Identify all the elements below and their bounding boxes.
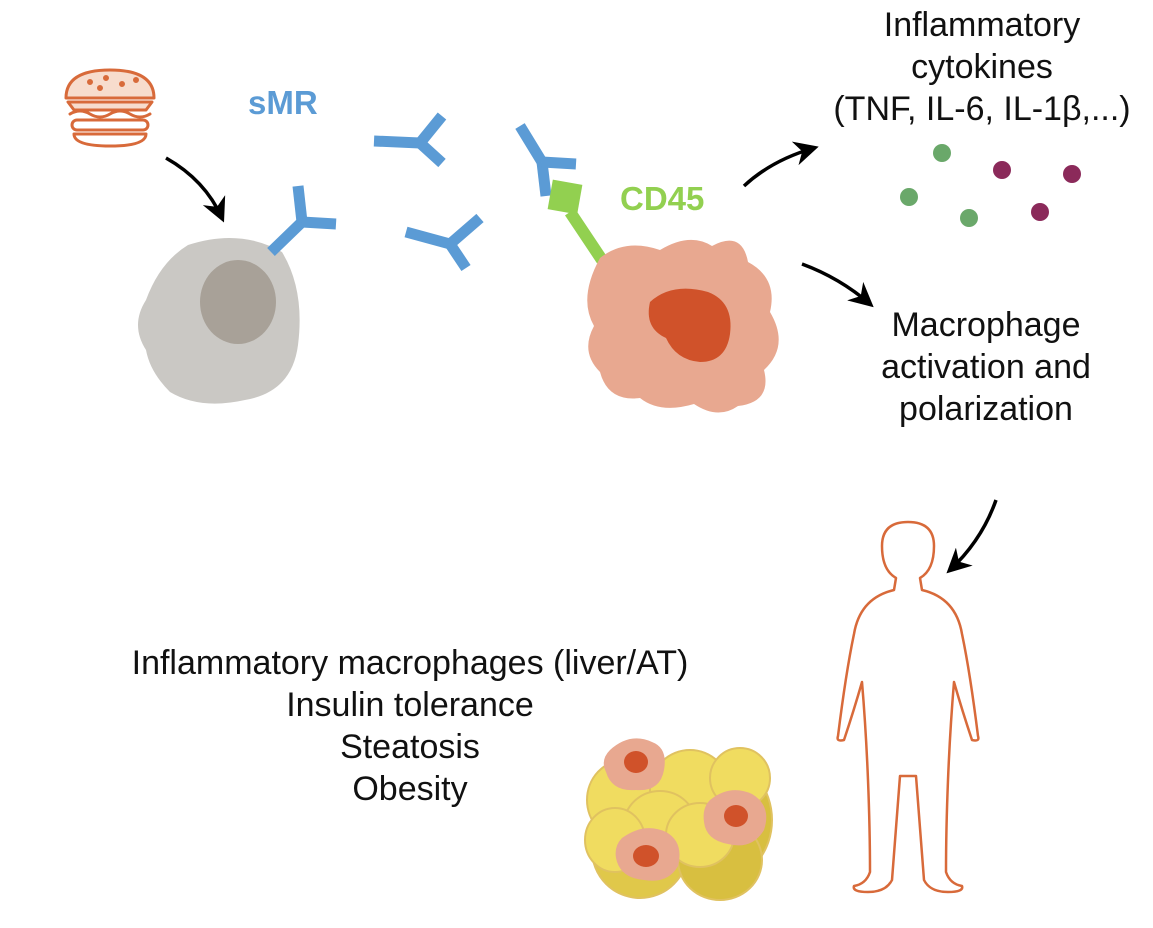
cytokine-dot bbox=[960, 209, 978, 227]
secreting-cell bbox=[138, 237, 300, 404]
smr-receptors bbox=[267, 112, 577, 272]
cytokines-label: Inflammatory cytokines (TNF, IL-6, IL-1β… bbox=[822, 4, 1142, 130]
arrow-to-activation bbox=[801, 262, 874, 308]
person-silhouette-icon bbox=[836, 520, 980, 894]
smr-receptor-3 bbox=[515, 123, 577, 197]
cytokine-dot bbox=[1031, 203, 1049, 221]
adipose-tissue-icon bbox=[584, 738, 773, 901]
activation-line-1: Macrophage bbox=[891, 306, 1081, 344]
smr-receptor-1 bbox=[373, 112, 447, 168]
outcome-2: Insulin tolerance bbox=[286, 686, 534, 724]
burger-icon bbox=[64, 68, 156, 148]
arrow-to-person bbox=[946, 499, 998, 574]
activation-line-2: activation and bbox=[881, 348, 1091, 386]
cd45-label: CD45 bbox=[620, 180, 705, 217]
activation-line-3: polarization bbox=[899, 390, 1073, 428]
macrophage bbox=[587, 239, 779, 413]
smr-receptor-membrane bbox=[267, 185, 337, 256]
cd45-receptor bbox=[547, 179, 607, 264]
cytokine-dot bbox=[993, 161, 1011, 179]
outcome-3: Steatosis bbox=[340, 728, 480, 766]
cytokine-dots bbox=[900, 144, 1081, 227]
cytokine-dot bbox=[1063, 165, 1081, 183]
cytokines-line-3: (TNF, IL-6, IL-1β,...) bbox=[833, 90, 1131, 128]
outcome-1: Inflammatory macrophages (liver/AT) bbox=[131, 644, 689, 682]
arrow-to-cytokines bbox=[742, 141, 819, 188]
macrophage-activation-label: Macrophage activation and polarization bbox=[866, 304, 1106, 430]
smr-label: sMR bbox=[248, 84, 318, 121]
cytokine-dot bbox=[900, 188, 918, 206]
outcomes-label: Inflammatory macrophages (liver/AT) Insu… bbox=[100, 642, 720, 810]
outcome-4: Obesity bbox=[352, 770, 468, 808]
smr-receptor-2 bbox=[404, 213, 484, 272]
cytokines-line-1: Inflammatory bbox=[883, 6, 1081, 44]
cytokine-dot bbox=[933, 144, 951, 162]
cytokines-line-2: cytokines bbox=[911, 48, 1053, 86]
arrow-diet-to-cell bbox=[165, 156, 226, 223]
